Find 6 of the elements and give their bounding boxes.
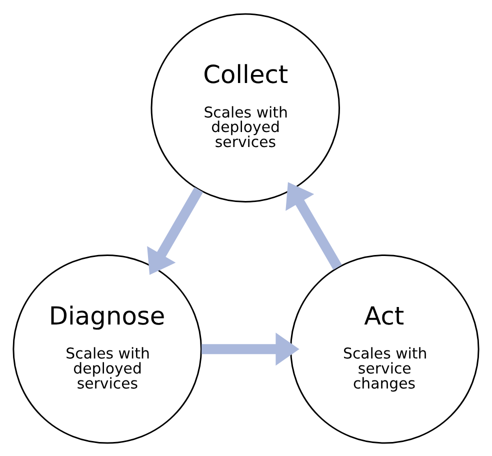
arrow (147, 186, 204, 274)
node-circle: Act Scales with service changes (290, 254, 480, 444)
node-circle: Collect Scales with deployed services (150, 12, 340, 202)
arrow (286, 182, 342, 270)
arrow (202, 332, 300, 366)
node-circle: Diagnose Scales with deployed services (12, 254, 202, 444)
